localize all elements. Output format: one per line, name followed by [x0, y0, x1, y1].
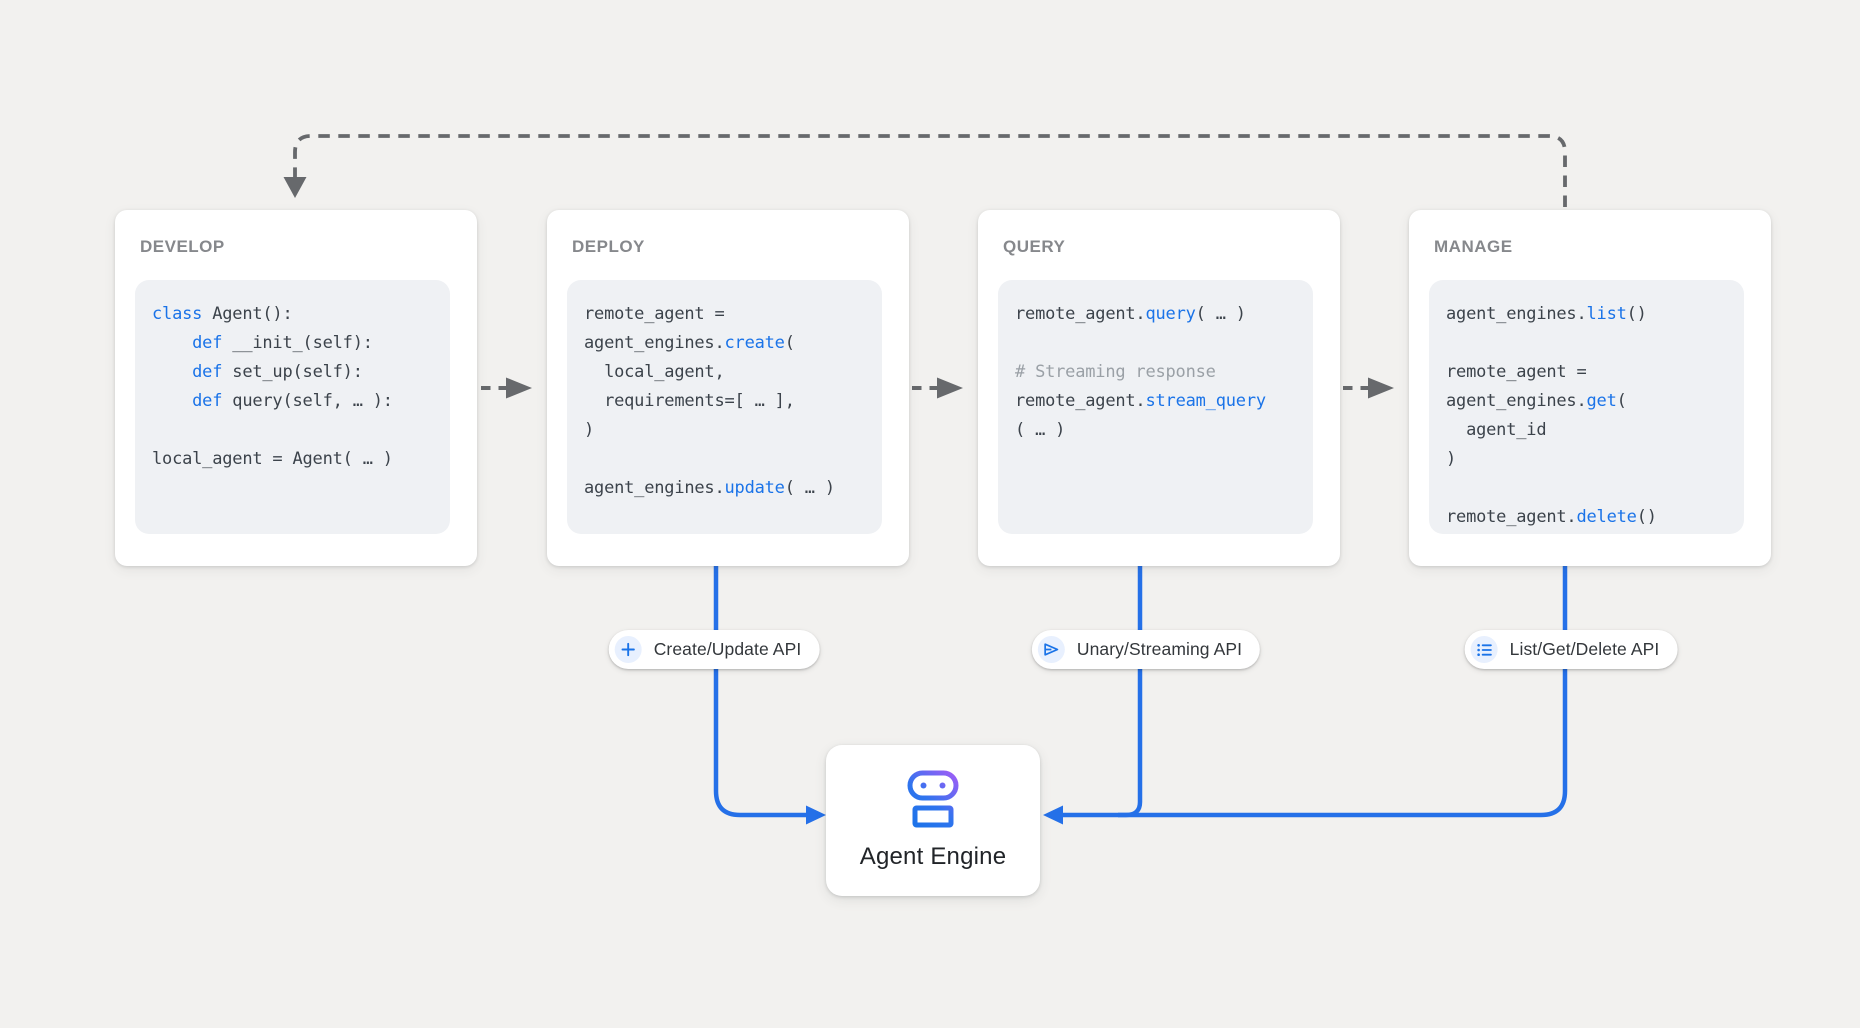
code-line: remote_agent.query( … ) [1015, 304, 1246, 324]
code-line: def __init_(self): [192, 333, 373, 353]
stage-card-deploy: DEPLOY remote_agent = agent_engines.create… [547, 210, 909, 566]
code-line: local_agent, [584, 362, 725, 382]
code-line: ) [1446, 449, 1457, 469]
send-icon [1037, 636, 1065, 663]
code-line: def set_up(self): [192, 362, 363, 382]
api-pill-label: List/Get/Delete API [1509, 639, 1660, 659]
robot-icon [907, 770, 959, 834]
code-line: remote_agent.stream_query [1015, 391, 1266, 411]
code-line: class Agent(): [152, 304, 293, 324]
agent-engine-card: Agent Engine [826, 745, 1040, 896]
code-line [1015, 329, 1303, 358]
loop-arrowhead-icon [283, 177, 307, 198]
arrowhead-develop-deploy-icon [506, 377, 532, 399]
code-line: agent_engines.update( … ) [584, 478, 835, 498]
code-line: def query(self, … ): [192, 391, 393, 411]
connector-manage-engine [1063, 566, 1568, 818]
stage-title-develop: DEVELOP [140, 237, 225, 256]
code-line: agent_engines.list() [1446, 304, 1647, 324]
code-line: agent_engines.get( [1446, 391, 1627, 411]
api-pill-unary-streaming: Unary/Streaming API [1031, 630, 1261, 669]
api-pill-label: Unary/Streaming API [1076, 639, 1243, 659]
code-line: agent_id [1446, 420, 1547, 440]
code-line: local_agent = Agent( … ) [152, 449, 393, 469]
arrowhead-deploy-query-icon [937, 377, 963, 399]
code-line [1446, 329, 1734, 358]
agent-engine-label: Agent Engine [859, 843, 1007, 870]
code-line: requirements=[ … ], [584, 391, 795, 411]
stage-card-query: QUERY remote_agent.query( … ) # Streaming… [978, 210, 1340, 566]
api-pill-list-get-delete: List/Get/Delete API [1464, 630, 1678, 669]
code-line: remote_agent = [584, 304, 725, 324]
code-line: # Streaming response [1015, 362, 1216, 382]
plus-icon [614, 636, 642, 663]
stage-card-develop: DEVELOP class Agent(): def __init_(self):… [115, 210, 477, 566]
connector-deploy-arrowhead-icon [806, 805, 826, 825]
code-line: remote_agent = [1446, 362, 1587, 382]
code-line [584, 445, 872, 474]
code-line: ( … ) [1015, 420, 1066, 440]
stage-title-query: QUERY [1003, 237, 1066, 256]
code-line: remote_agent.delete() [1446, 507, 1657, 527]
loop-dashed-line [293, 134, 1567, 207]
connector-deploy-engine [713, 566, 807, 818]
code-line: ) [584, 420, 595, 440]
connector-manage-arrowhead-icon [1043, 805, 1063, 825]
arrowhead-query-manage-icon [1368, 377, 1394, 399]
code-block-manage: agent_engines.list() remote_agent = agent… [1429, 280, 1744, 534]
code-line [1446, 474, 1734, 503]
code-block-deploy: remote_agent = agent_engines.create( loca… [567, 280, 882, 534]
connector-query-engine [1118, 566, 1143, 818]
code-block-develop: class Agent(): def __init_(self): def se… [135, 280, 450, 534]
api-pill-create-update: Create/Update API [608, 630, 820, 669]
code-line: agent_engines.create( [584, 333, 795, 353]
code-block-query: remote_agent.query( … ) # Streaming resp… [998, 280, 1313, 534]
stage-title-manage: MANAGE [1434, 237, 1513, 256]
api-pill-label: Create/Update API [653, 639, 802, 659]
stage-card-manage: MANAGE agent_engines.list() remote_agent … [1409, 210, 1771, 566]
stage-title-deploy: DEPLOY [572, 237, 645, 256]
code-line [152, 416, 440, 445]
list-icon [1470, 636, 1498, 663]
